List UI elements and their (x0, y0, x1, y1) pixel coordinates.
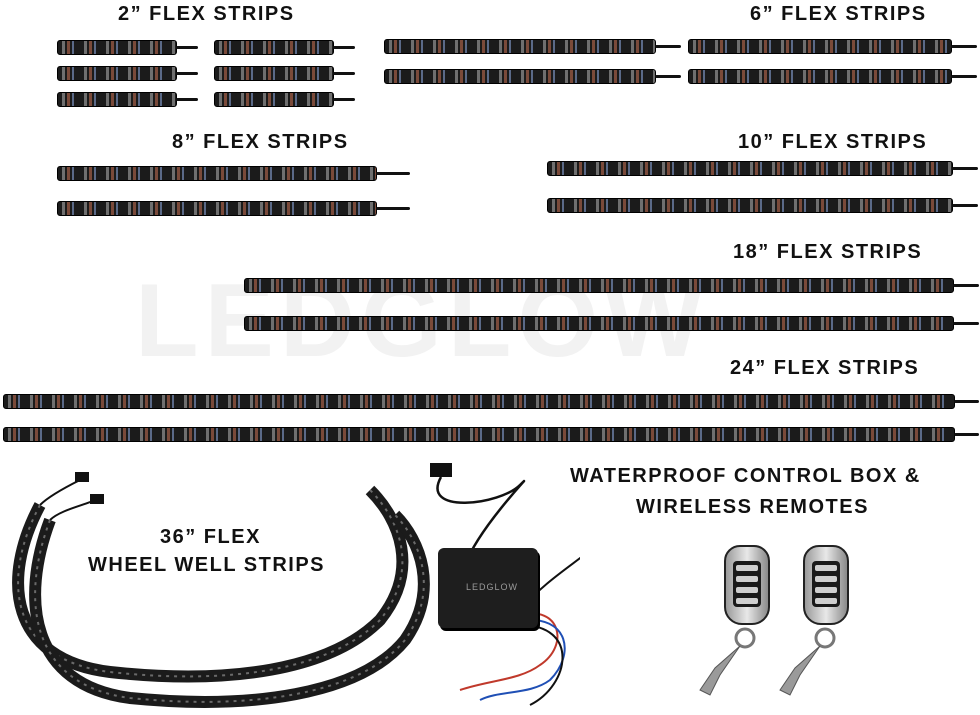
connector-icon (75, 472, 89, 482)
strip-wire (954, 433, 979, 436)
wireless-remote (724, 545, 770, 625)
flex-strip (3, 427, 955, 442)
label-6in-strips: 6” FLEX STRIPS (750, 3, 927, 25)
flex-strip (57, 201, 377, 216)
label-18in-strips: 18” FLEX STRIPS (733, 241, 923, 263)
label-24in-strips: 24” FLEX STRIPS (730, 357, 920, 379)
flex-strip (214, 40, 334, 55)
flex-strip (384, 69, 656, 84)
wheel-well-strips (12, 472, 430, 708)
strip-wire (176, 72, 198, 75)
label-wheel-well-line1: 36” FLEX (160, 526, 261, 548)
strip-wire (951, 75, 977, 78)
strip-wire (376, 207, 410, 210)
label-2in-strips: 2” FLEX STRIPS (118, 3, 295, 25)
flex-strip (3, 394, 955, 409)
flex-strip (688, 69, 952, 84)
strip-wire (954, 400, 979, 403)
label-8in-strips: 8” FLEX STRIPS (172, 131, 349, 153)
strip-wire (952, 167, 978, 170)
strip-wire (376, 172, 410, 175)
flex-strip (547, 198, 953, 213)
flex-strip (688, 39, 952, 54)
flex-strip (57, 92, 177, 107)
keyring-clips (699, 627, 836, 696)
strip-wire (176, 46, 198, 49)
flex-strip (214, 66, 334, 81)
strip-wire (333, 98, 355, 101)
strip-wire (953, 284, 979, 287)
control-box: LEDGLOW (438, 548, 538, 628)
label-control-line1: WATERPROOF CONTROL BOX & (570, 465, 921, 487)
flex-strip (57, 40, 177, 55)
label-10in-strips: 10” FLEX STRIPS (738, 131, 928, 153)
connector-icon (90, 494, 104, 504)
flex-strip (244, 278, 954, 293)
flex-strip (57, 166, 377, 181)
flex-strip (547, 161, 953, 176)
strip-wire (952, 204, 978, 207)
flex-strip (384, 39, 656, 54)
strip-wire (176, 98, 198, 101)
strip-wire (655, 75, 681, 78)
strip-wire (655, 45, 681, 48)
flex-strip (57, 66, 177, 81)
strip-wire (333, 46, 355, 49)
label-control-line2: WIRELESS REMOTES (636, 496, 869, 518)
strip-wire (333, 72, 355, 75)
flex-strip (214, 92, 334, 107)
wireless-remote (803, 545, 849, 625)
strip-wire (953, 322, 979, 325)
label-wheel-well-line2: WHEEL WELL STRIPS (88, 554, 325, 576)
control-box-logo: LEDGLOW (466, 582, 519, 592)
flex-strip (244, 316, 954, 331)
strip-wire (951, 45, 977, 48)
